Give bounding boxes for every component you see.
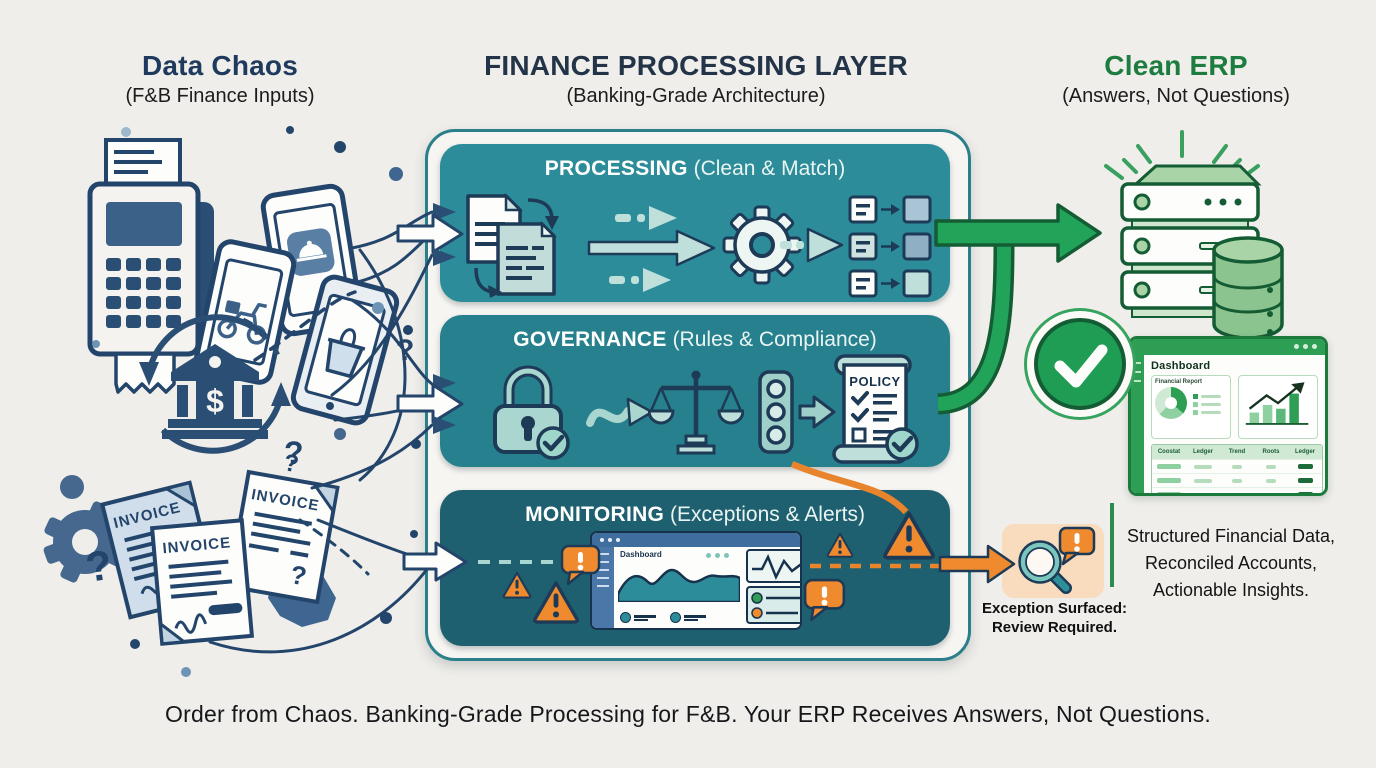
clean-erp-title: Clean ERP [1104,50,1248,81]
monitoring-wave-chart [618,568,740,602]
exception-panel [1002,524,1104,598]
gear-blob-icon [43,475,127,583]
alert-bubble-icon [560,544,601,586]
alert-triangle-icon [883,511,935,560]
monitoring-status-row [620,612,706,623]
svg-text:?: ? [282,449,301,478]
bank-cycle-icon: $ [139,314,291,454]
monitoring-ekg-panel [746,549,800,583]
alert-triangle-icon [502,571,532,599]
gear-process-icon [722,205,844,285]
governance-title: GOVERNANCE [513,328,667,351]
svg-text:INVOICE: INVOICE [162,534,232,557]
financial-report-card: Financial Report [1151,375,1231,439]
flow-arrows-icon [587,206,716,292]
erp-window-sidebar [1131,355,1144,493]
invoice-doc-2: INVOICE [149,518,255,646]
policy-label: POLICY [849,374,900,389]
financial-report-title: Financial Report [1155,379,1203,385]
table-row [1152,473,1322,487]
donut-chart [1155,387,1187,419]
erp-table-header: Coostat Ledger Trend Roots Ledger [1152,445,1322,459]
alert-bubble-icon [803,578,846,622]
monitoring-window-body: Dashboard [614,547,800,628]
policy-scroll-icon: POLICY [832,354,919,464]
tagline: Order from Chaos. Banking-Grade Processi… [165,701,1211,727]
header-finance-layer: FINANCE PROCESSING LAYER (Banking-Grade … [436,50,956,108]
processing-subtitle: (Clean & Match) [693,157,846,180]
data-chaos-subtitle: (F&B Finance Inputs) [125,85,315,107]
document-pair-icon [466,192,559,298]
header-data-chaos: Data Chaos (F&B Finance Inputs) [40,50,400,108]
bank-dollar-symbol: $ [206,383,224,419]
traffic-light-arrow-icon [758,370,836,454]
erp-dashboard-window: Dashboard Financial Report [1128,336,1328,496]
benefits-divider [1110,503,1114,587]
benefits-text: Structured Financial Data, Reconciled Ac… [1126,526,1336,600]
scales-icon [648,370,744,455]
monitoring-dashboard-label: Dashboard [620,550,662,559]
clean-erp-subtitle: (Answers, Not Questions) [1062,85,1290,107]
database-icon [1212,236,1284,340]
monitoring-title: MONITORING [525,503,665,526]
exception-caption: Exception Surfaced: Review Required. [981,600,1128,636]
bar-trend-chart [1245,382,1309,425]
question-mark: ? [284,435,304,471]
trend-chart-card [1238,375,1318,439]
processing-title: PROCESSING [544,157,688,180]
erp-table: Coostat Ledger Trend Roots Ledger [1151,444,1323,493]
magnifier-alert-icon [1018,526,1096,594]
erp-window-titlebar [1131,339,1325,355]
lock-check-icon [493,365,570,460]
question-mark: ? [396,334,414,367]
governance-subtitle: (Rules & Compliance) [672,328,877,351]
monitoring-dashboard-window: Dashboard [590,531,802,630]
success-check-icon [1034,318,1126,410]
squiggle-arrow-icon [586,397,654,427]
finance-layer-title: FINANCE PROCESSING LAYER [484,50,908,81]
monitoring-window-titlebar [592,533,800,547]
monitoring-status-panel [746,586,800,624]
finance-layer-subtitle: (Banking-Grade Architecture) [566,85,826,107]
alert-triangle-icon [826,532,854,558]
alert-triangle-icon [533,581,579,624]
monitoring-subtitle: (Exceptions & Alerts) [670,503,865,526]
erp-window-body: Dashboard Financial Report [1144,355,1325,493]
data-chaos-title: Data Chaos [141,50,299,81]
table-row [1152,459,1322,473]
header-clean-erp: Clean ERP (Answers, Not Questions) [1006,50,1346,108]
table-row [1152,487,1322,493]
erp-dashboard-title: Dashboard [1151,360,1211,372]
data-chaos-illustration: $ INVOICE INVOICE ? ? INVOICE [43,126,421,677]
match-list-icon [848,195,932,298]
report-legend [1193,391,1221,415]
